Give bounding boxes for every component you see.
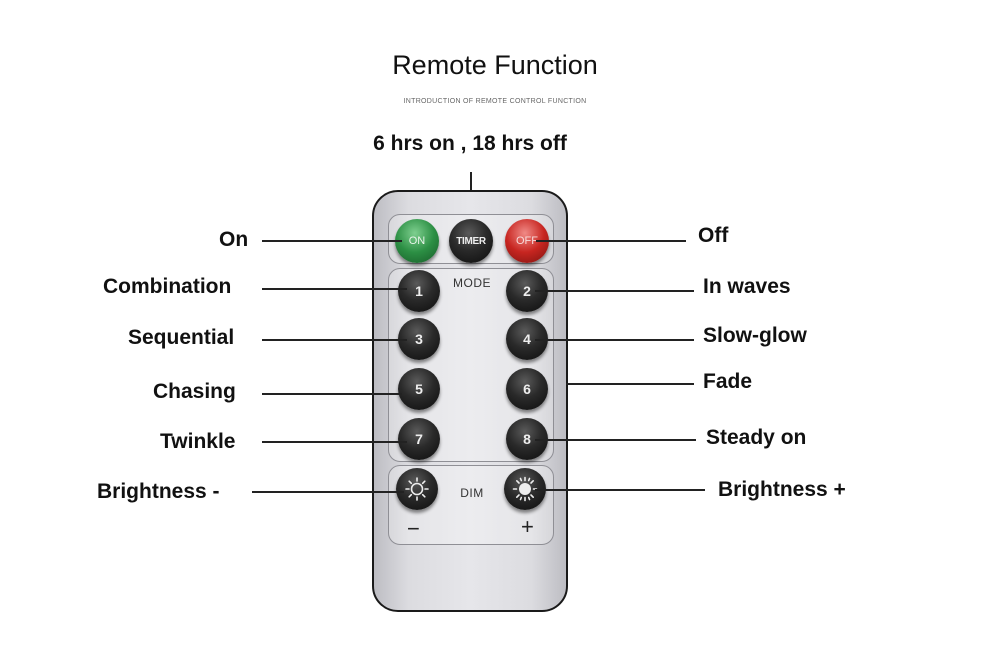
brightness-down-button[interactable] (396, 468, 438, 510)
leader-line-in-waves (535, 290, 694, 292)
sun-filled-icon (512, 476, 538, 502)
mode-button-1[interactable]: 1 (398, 270, 440, 312)
label-in-waves: In waves (703, 275, 791, 298)
timer-button[interactable]: TIMER (449, 219, 493, 263)
on-button[interactable]: ON (395, 219, 439, 263)
label-slow-glow: Slow-glow (703, 324, 807, 347)
leader-line-brightness-plus (535, 489, 705, 491)
timer-annotation: 6 hrs on , 18 hrs off (373, 132, 567, 155)
label-off: Off (698, 224, 729, 247)
leader-line-fade (566, 383, 694, 385)
label-fade: Fade (703, 370, 753, 393)
mode-button-7[interactable]: 7 (398, 418, 440, 460)
mode-panel-label: MODE (453, 276, 491, 290)
mode-button-5[interactable]: 5 (398, 368, 440, 410)
leader-line-off (536, 240, 686, 242)
label-sequential: Sequential (128, 326, 235, 349)
page-title: Remote Function (392, 50, 598, 80)
label-twinkle: Twinkle (160, 430, 236, 453)
leader-line-on (262, 240, 402, 242)
label-brightness-plus: Brightness + (718, 478, 846, 501)
sun-icon (405, 477, 429, 501)
label-chasing: Chasing (153, 380, 236, 403)
dim-panel-label: DIM (460, 486, 484, 500)
plus-sign: + (521, 514, 534, 539)
label-steady-on: Steady on (706, 426, 807, 449)
leader-line-chasing (262, 393, 402, 395)
leader-line-steady-on (535, 439, 696, 441)
page-subtitle: INTRODUCTION OF REMOTE CONTROL FUNCTION (403, 98, 587, 105)
label-on: On (219, 228, 249, 251)
leader-line-twinkle (262, 441, 407, 443)
leader-line-combination (262, 288, 407, 290)
mode-button-6[interactable]: 6 (506, 368, 548, 410)
label-brightness-minus: Brightness - (97, 480, 220, 503)
leader-line-slow-glow (535, 339, 694, 341)
leader-line-brightness-minus (252, 491, 404, 493)
leader-line-sequential (262, 339, 407, 341)
label-combination: Combination (103, 275, 232, 298)
minus-sign: − (407, 516, 420, 541)
